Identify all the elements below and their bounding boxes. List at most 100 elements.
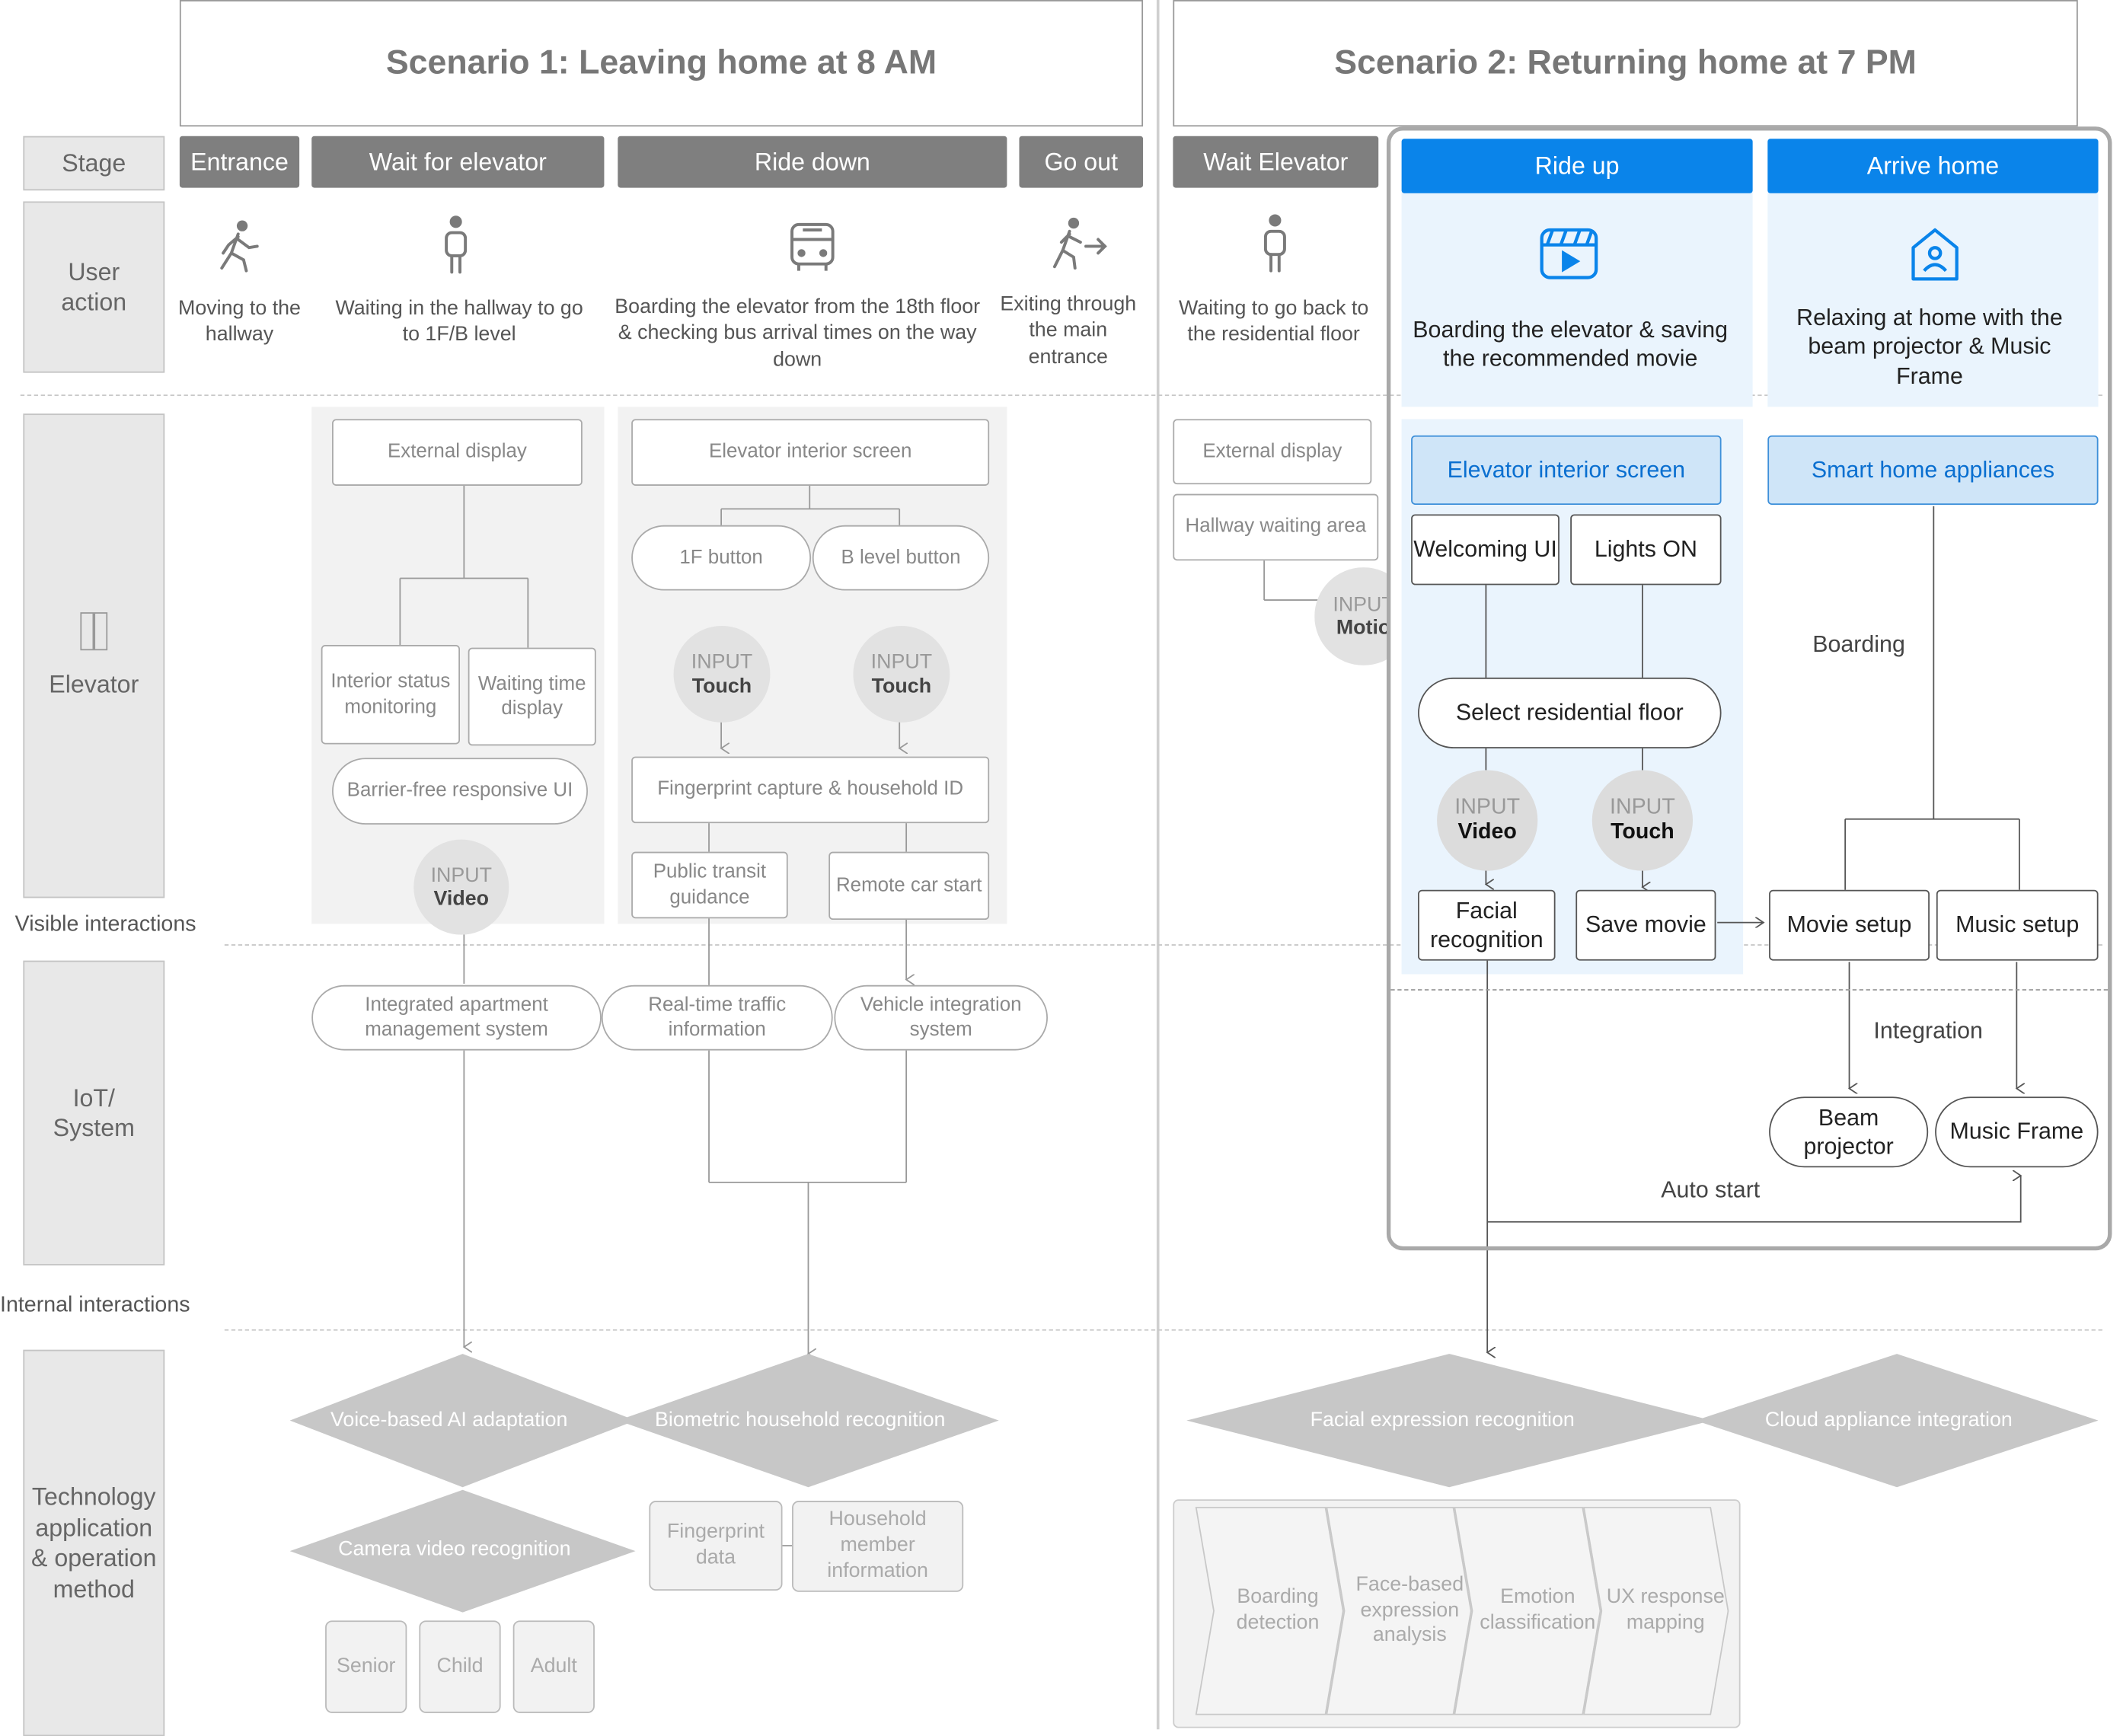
music-setup-box: Music setup	[1936, 889, 2099, 961]
separator-visible	[224, 944, 2102, 946]
save-movie-box: Save movie	[1575, 889, 1716, 961]
panel-ride-up-action	[1401, 191, 1753, 407]
select-floor-pill: Select residential floor	[1418, 677, 1722, 748]
stage-arrive-home: Arrive home	[1767, 139, 2099, 193]
integration-label: Integration	[1873, 1018, 1983, 1045]
ux-response-text: UX response mapping	[1606, 1585, 1725, 1635]
input-type-video: Video	[433, 887, 490, 911]
input-type-touch: Touch	[691, 674, 752, 697]
input-video-circle-2: INPUT Video	[1437, 770, 1538, 871]
input-touch-circle-2: INPUT Touch	[853, 626, 950, 723]
lane-user-action: User action	[23, 201, 165, 373]
input-type-video: Video	[1457, 820, 1517, 844]
boarding-detection-text: Boarding detection	[1236, 1585, 1320, 1635]
welcoming-ui-box: Welcoming UI	[1411, 514, 1560, 586]
boarding-label: Boarding	[1812, 631, 1905, 658]
smart-home-box: Smart home appliances	[1767, 435, 2099, 505]
input-label: INPUT	[1454, 795, 1521, 819]
action-boarding-down: Boarding the elevator from the 18th floo…	[615, 295, 981, 372]
facial-expression-text: Facial expression recognition	[1310, 1407, 1575, 1431]
biometric-text: Biometric household recognition	[655, 1407, 946, 1431]
external-display-box-2: External display	[1173, 419, 1372, 485]
input-label: INPUT	[430, 863, 493, 887]
separator-internal	[224, 1329, 2102, 1331]
facial-recognition-box: Facial recognition	[1418, 889, 1556, 961]
action-waiting-back: Waiting to go back to the residential fl…	[1178, 296, 1369, 346]
barrier-free-ui-pill: Barrier-free responsive UI	[332, 758, 588, 825]
chevron-4	[1583, 1507, 1729, 1715]
public-transit-box: Public transit guidance	[631, 851, 788, 919]
chevron-3	[1454, 1507, 1601, 1715]
movie-clapper-icon	[1540, 228, 1598, 279]
lights-on-box: Lights ON	[1570, 514, 1722, 586]
voice-ai-text: Voice-based AI adaptation	[330, 1407, 568, 1431]
scenario-2-header: Scenario 2: Returning home at 7 PM	[1173, 0, 2078, 127]
standing-person-icon	[445, 215, 468, 274]
input-motion-clip: INPUT Motio	[1314, 567, 1387, 665]
1f-button-pill: 1F button	[631, 525, 812, 591]
input-type-touch: Touch	[1611, 820, 1674, 844]
frame-inner-divider	[1390, 989, 2109, 991]
integrated-mgmt-pill: Integrated apartment management system	[311, 984, 602, 1051]
smart-home-icon	[1911, 228, 1959, 281]
scenario-divider	[1156, 0, 1159, 1730]
interior-screen-box-2: Elevator interior screen	[1411, 435, 1722, 505]
lane-technology: Technology application & operation metho…	[23, 1349, 165, 1736]
lane-elevator: Elevator	[23, 413, 165, 898]
stage-entrance: Entrance	[179, 136, 300, 188]
cloud-appliance-text: Cloud appliance integration	[1764, 1407, 2013, 1431]
action-exiting: Exiting through the main entrance	[1000, 292, 1137, 369]
facial-expression-diamond	[1186, 1354, 1713, 1488]
vehicle-integration-pill: Vehicle integration system	[834, 984, 1048, 1051]
face-based-text: Face-based expression analysis	[1355, 1572, 1464, 1647]
input-touch-circle-1: INPUT Touch	[673, 626, 771, 723]
input-type-touch: Touch	[871, 674, 932, 697]
stage-go-out: Go out	[1019, 136, 1144, 188]
movie-setup-box: Movie setup	[1769, 889, 1930, 961]
waiting-time-box: Waiting time display	[468, 647, 596, 746]
standing-person-icon-2	[1263, 214, 1286, 273]
interior-status-box: Interior status monitoring	[321, 645, 461, 745]
lane-elevator-label: Elevator	[49, 670, 139, 698]
input-motion-circle: INPUT Motio	[1314, 567, 1387, 665]
input-video-circle: INPUT Video	[413, 839, 509, 935]
hallway-waiting-box: Hallway waiting area	[1173, 493, 1379, 561]
panel-arrive-home-action	[1767, 191, 2099, 407]
child-box: Child	[419, 1620, 501, 1713]
action-boarding-save: Boarding the elevator & saving the recom…	[1413, 316, 1729, 372]
stage-wait-for-elevator: Wait for elevator	[311, 136, 605, 188]
walking-person-icon	[220, 220, 259, 273]
input-label: INPUT	[870, 650, 933, 675]
action-relaxing: Relaxing at home with the beam projector…	[1796, 305, 2063, 389]
lane-stage: Stage	[23, 136, 165, 191]
action-moving: Moving to the hallway	[178, 296, 301, 346]
scenario-2-highlight-frame	[1386, 126, 2112, 1251]
senior-box: Senior	[325, 1620, 407, 1713]
separator-action	[20, 394, 2102, 397]
realtime-traffic-pill: Real-time traffic information	[601, 984, 833, 1051]
action-waiting-hallway: Waiting in the hallway to go to 1F/B lev…	[335, 296, 583, 346]
fingerprint-capture-box: Fingerprint capture & household ID	[631, 756, 990, 824]
elevator-icon	[80, 611, 108, 650]
scenario-1-header: Scenario 1: Leaving home at 8 AM	[179, 0, 1144, 127]
stage-ride-down: Ride down	[618, 136, 1007, 188]
chevron-1	[1195, 1507, 1344, 1715]
section-internal-interactions: Internal interactions	[0, 1294, 190, 1317]
emotion-class-text: Emotion classification	[1480, 1585, 1596, 1635]
input-type-motion: Motio	[1336, 616, 1387, 640]
section-visible-interactions: Visible interactions	[14, 913, 196, 937]
interior-screen-box: Elevator interior screen	[631, 419, 990, 486]
auto-start-label: Auto start	[1661, 1177, 1761, 1204]
stage-ride-up: Ride up	[1401, 139, 1753, 193]
input-label: INPUT	[1333, 592, 1387, 617]
exit-person-icon	[1052, 217, 1107, 270]
music-frame-pill: Music Frame	[1935, 1096, 2099, 1168]
camera-video-text: Camera video recognition	[338, 1537, 571, 1561]
remote-car-box: Remote car start	[828, 851, 990, 921]
input-touch-circle-3: INPUT Touch	[1591, 770, 1694, 871]
